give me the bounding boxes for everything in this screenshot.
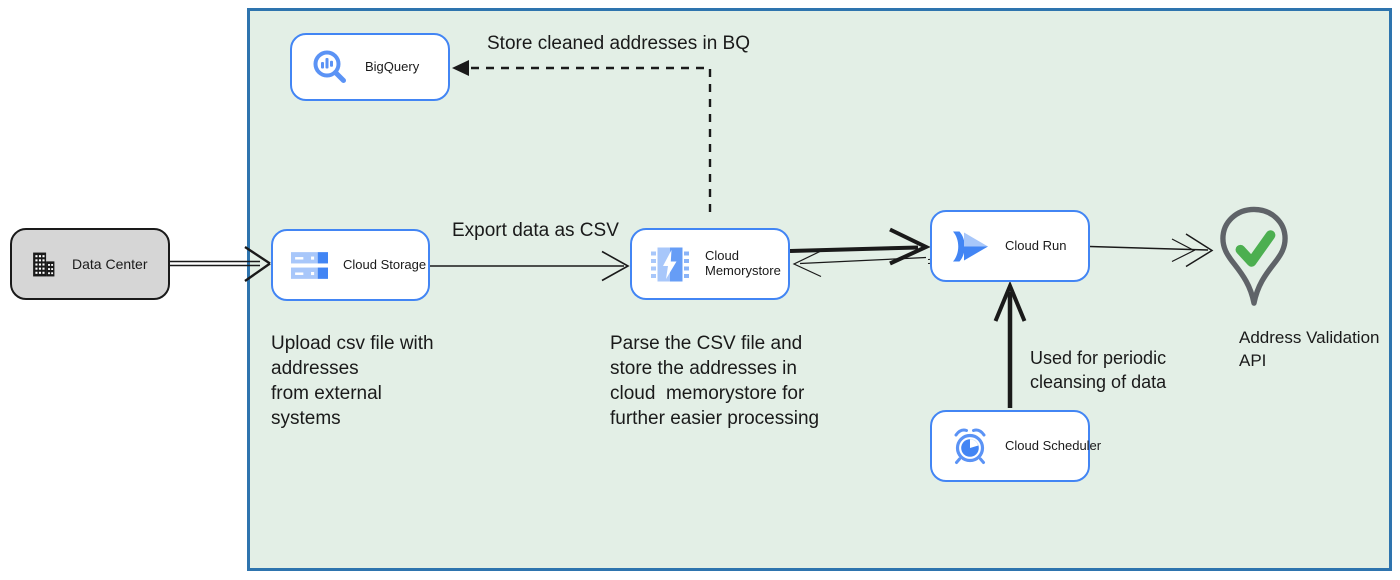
map-pin-check-icon[interactable]	[1217, 206, 1291, 307]
node-label: Cloud Scheduler	[1005, 437, 1102, 453]
node-bigquery[interactable]: BigQuery	[290, 33, 450, 101]
gcp-zone-boundary	[247, 8, 1392, 571]
building-icon	[30, 251, 57, 278]
alarm-clock-icon	[950, 426, 990, 466]
node-data-center[interactable]: Data Center	[10, 228, 170, 300]
annotation-store-cleaned-bq: Store cleaned addresses in BQ	[487, 33, 750, 54]
node-label: BigQuery	[365, 58, 420, 74]
node-label: Cloud Storage	[343, 256, 427, 272]
memorystore-icon	[650, 247, 690, 282]
cloud-run-icon	[950, 230, 990, 263]
annotation-export-csv: Export data as CSV	[452, 220, 619, 241]
cloud-storage-icon	[291, 251, 328, 280]
bigquery-icon	[310, 47, 350, 87]
node-label: Cloud Run	[1005, 237, 1067, 253]
node-label: Data Center	[72, 255, 148, 272]
node-cloud-scheduler[interactable]: Cloud Scheduler	[930, 410, 1101, 482]
node-cloud-run[interactable]: Cloud Run	[930, 210, 1090, 282]
node-cloud-storage[interactable]: Cloud Storage	[271, 229, 430, 301]
